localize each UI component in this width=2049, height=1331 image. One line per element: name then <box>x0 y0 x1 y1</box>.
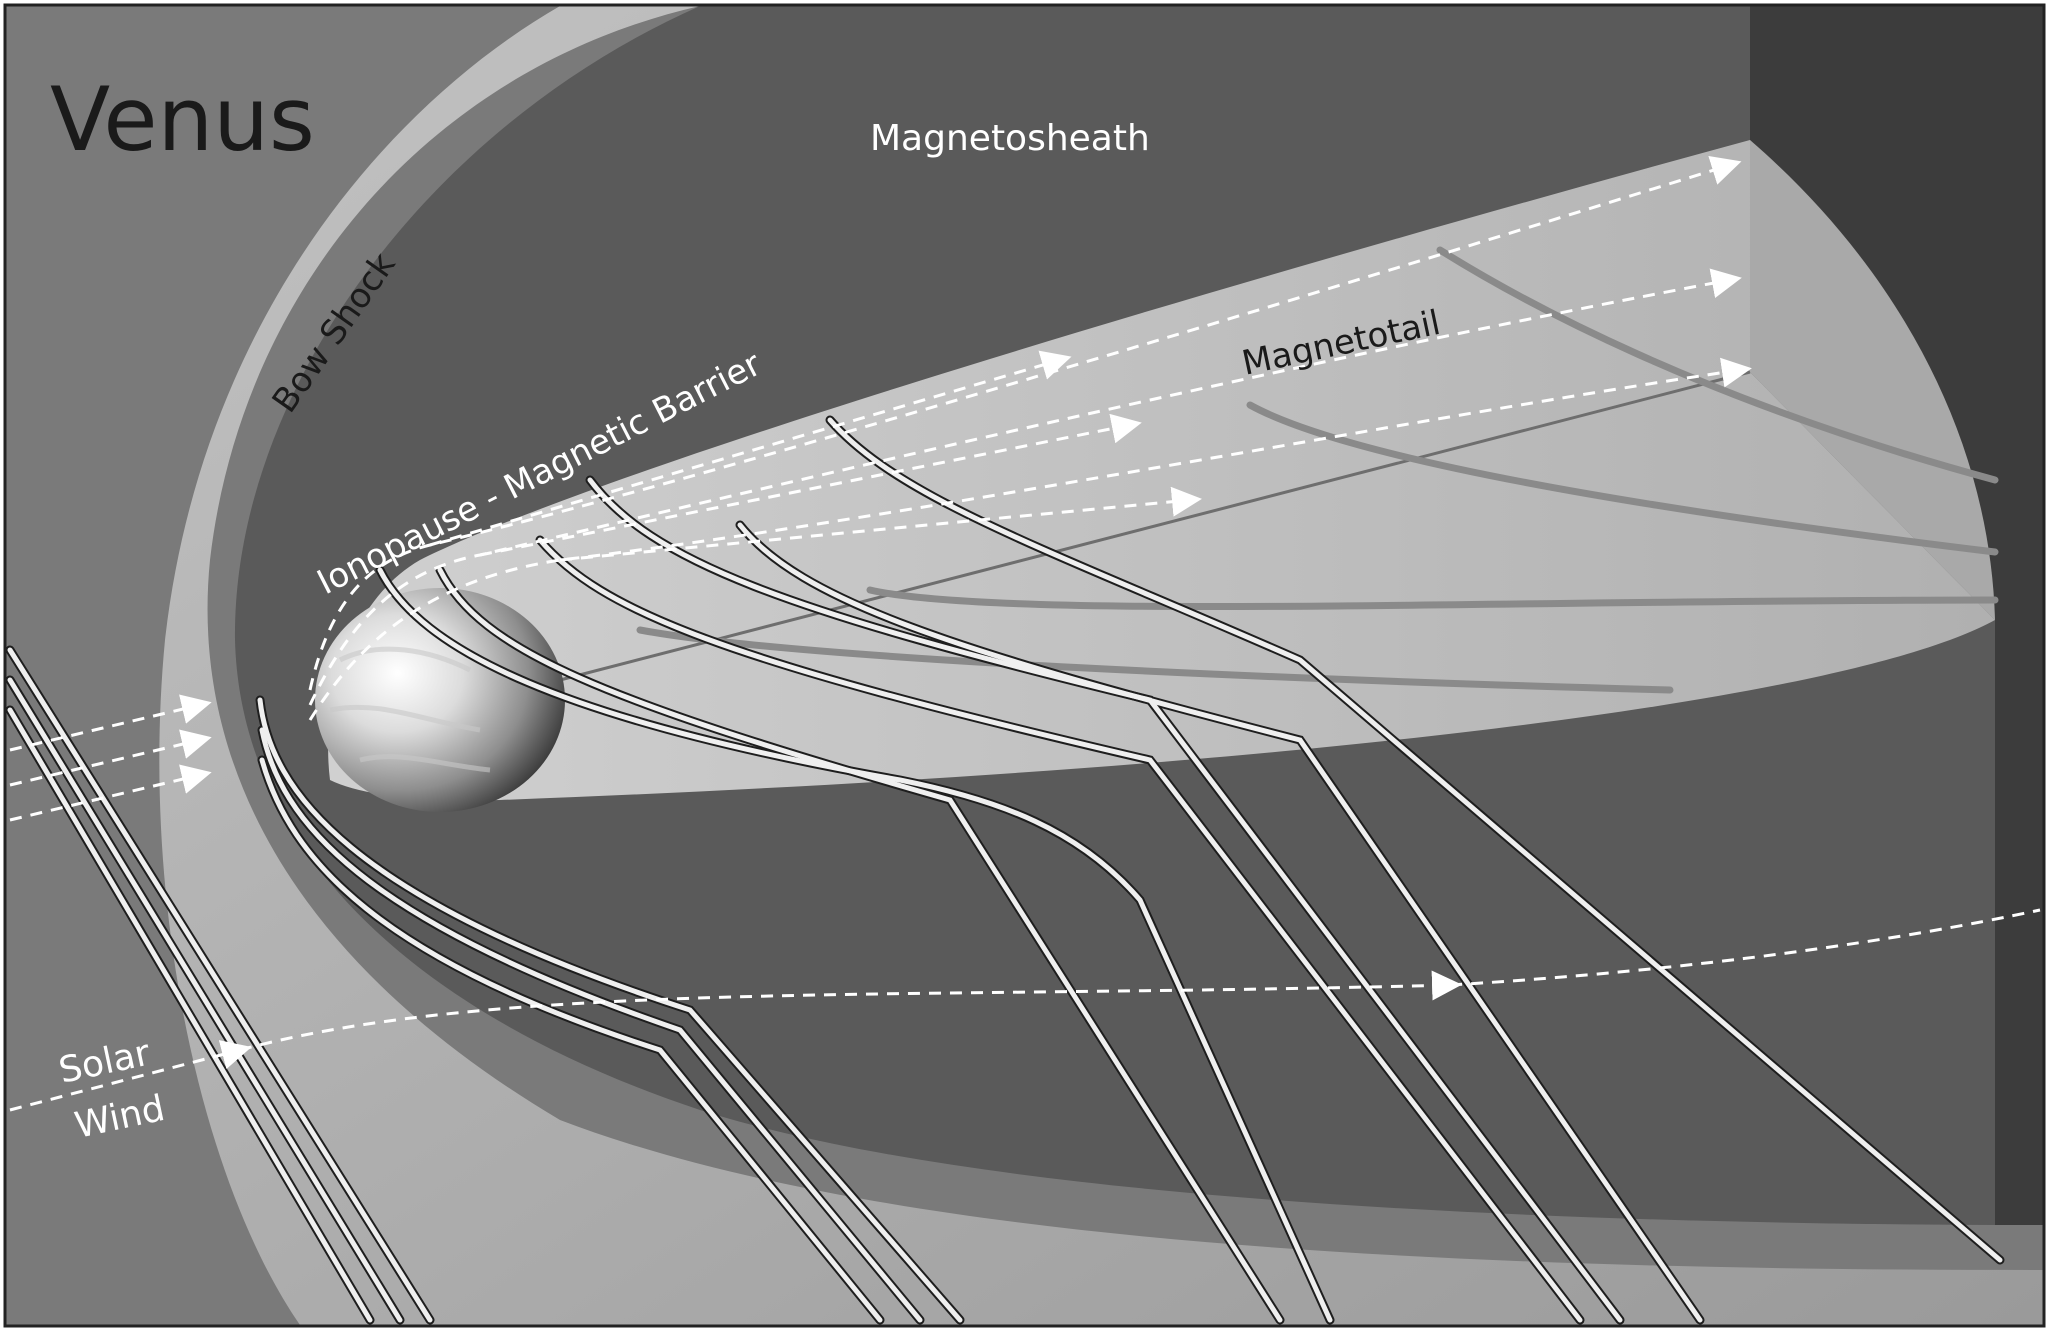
draped-field-lines-inner <box>7 417 2003 1323</box>
flow-arrow <box>308 357 1752 721</box>
venus-planet <box>315 588 565 812</box>
magnetotail-plane <box>328 140 1995 801</box>
flow-arrow <box>9 764 212 822</box>
flow-arrow <box>308 156 1742 691</box>
tail-field-line <box>1246 401 1999 556</box>
figure-frame <box>3 3 2046 1328</box>
flow-arrows <box>9 156 2041 1112</box>
magnetotail-inner-edge <box>559 370 1751 682</box>
magnetotail-field-lines <box>636 246 1999 694</box>
magnetotail-side-face <box>1750 140 1995 620</box>
tail-field-line <box>1436 246 1999 484</box>
title-label: Venus <box>50 68 315 171</box>
flow-arrow <box>429 350 1072 547</box>
flow-arrow <box>479 413 1142 557</box>
flow-arrow <box>1449 908 2041 987</box>
tail-field-line <box>636 626 1674 694</box>
flow-arrow <box>9 694 212 752</box>
flow-arrow <box>9 1040 252 1112</box>
flow-arrow <box>559 486 1202 562</box>
tail-back-wall <box>1750 6 2043 1225</box>
flow-arrow <box>9 729 212 787</box>
magnetosheath-label: Magnetosheath <box>870 118 1150 159</box>
tail-field-line <box>866 586 1999 611</box>
flow-arrow <box>239 970 1462 1052</box>
flow-arrow <box>308 268 1742 706</box>
